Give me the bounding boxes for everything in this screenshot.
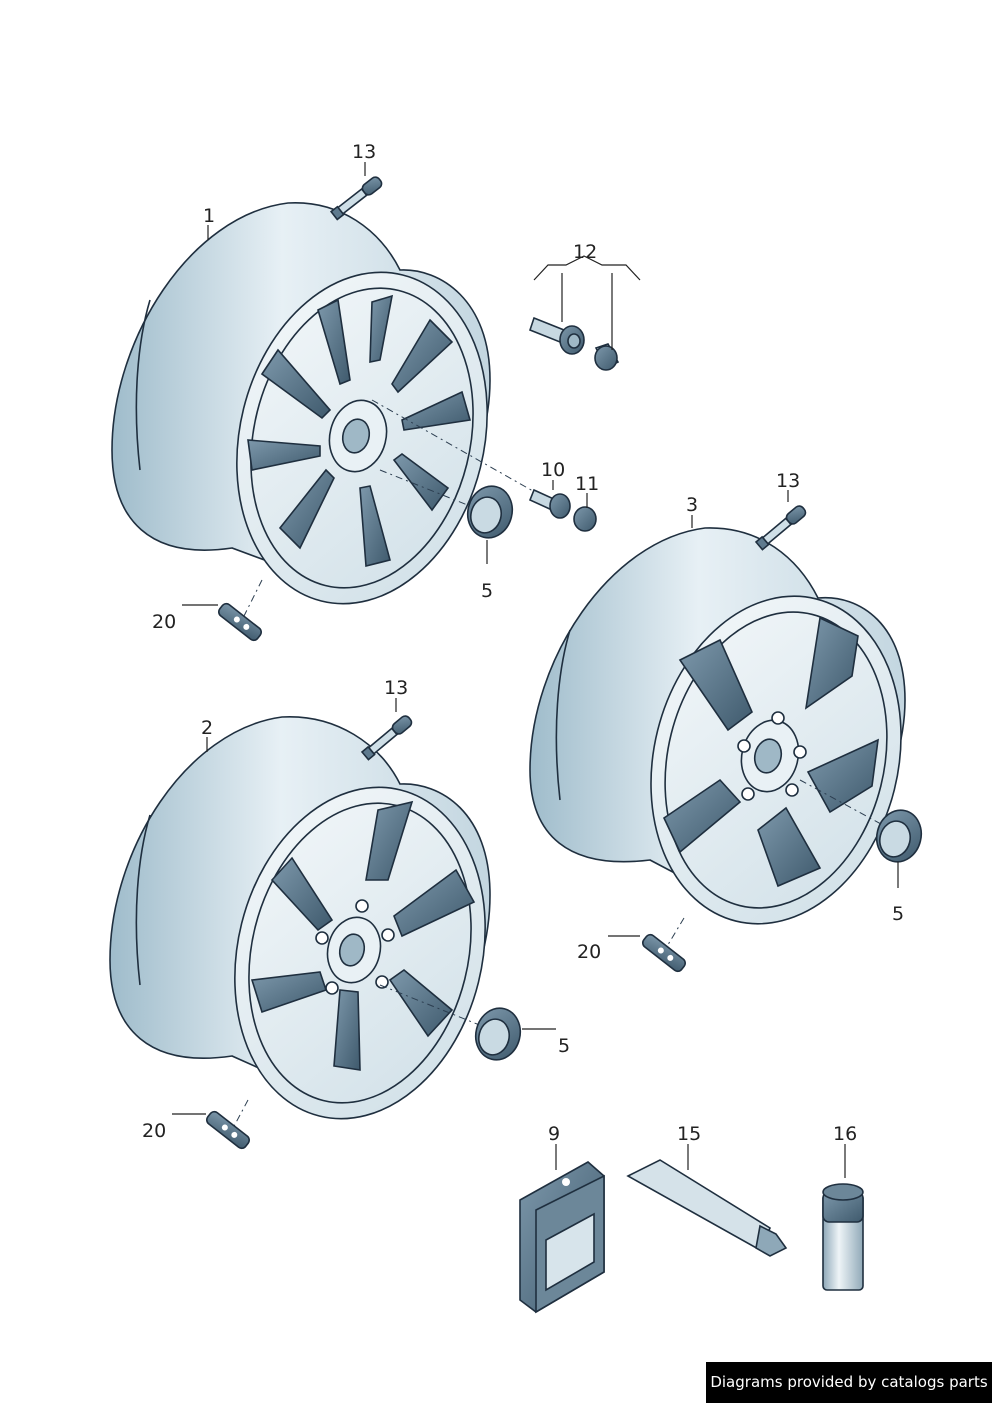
leader-lines — [172, 162, 899, 1178]
wheel-3 — [529, 527, 906, 925]
center-cap-icon — [875, 809, 923, 863]
bolt-cap-icon — [573, 506, 597, 532]
adhesive-tape-pack-icon — [519, 1161, 605, 1314]
callout-5-wheel-1: 5 — [481, 580, 493, 602]
callout-12: 12 — [573, 241, 597, 263]
wheel-1 — [111, 202, 491, 605]
callout-13-wheel-2: 13 — [384, 677, 408, 699]
callout-16: 16 — [833, 1123, 857, 1145]
wheel-2 — [109, 716, 491, 1120]
callout-10: 10 — [541, 459, 565, 481]
callout-5-wheel-2: 5 — [558, 1035, 570, 1057]
callout-2: 2 — [201, 717, 213, 739]
assembly-axes — [231, 399, 893, 1131]
callout-13-wheel-1: 13 — [352, 141, 376, 163]
callout-20-wheel-2: 20 — [142, 1120, 166, 1142]
credit-banner[interactable]: Diagrams provided by catalogs parts — [706, 1362, 992, 1403]
callout-20-wheel-3: 20 — [577, 941, 601, 963]
callout-5-wheel-3: 5 — [892, 903, 904, 925]
spray-can-icon — [822, 1183, 864, 1291]
callout-11: 11 — [575, 473, 599, 495]
callout-1: 1 — [203, 205, 215, 227]
valve-icon — [329, 176, 383, 221]
tpms-sensor-icon — [217, 602, 263, 642]
callouts: 13 1 12 10 11 5 20 3 13 5 20 13 2 5 20 9… — [142, 141, 904, 1145]
mounting-paste-tube-icon — [626, 1159, 788, 1257]
valve-icon — [754, 505, 807, 551]
tpms-sensor-icon — [641, 933, 687, 973]
wheel-bolt-icon — [528, 488, 571, 519]
callout-15: 15 — [677, 1123, 701, 1145]
valve-icon — [360, 715, 413, 761]
lock-bolt-icon — [529, 316, 585, 355]
tpms-sensor-icon — [205, 1110, 251, 1150]
center-cap-icon — [474, 1007, 522, 1061]
callout-9: 9 — [548, 1123, 560, 1145]
callout-20-wheel-1: 20 — [152, 611, 176, 633]
callout-13-wheel-3: 13 — [776, 470, 800, 492]
lock-nut-icon — [594, 343, 620, 371]
callout-3: 3 — [686, 494, 698, 516]
center-cap-icon — [466, 485, 514, 539]
